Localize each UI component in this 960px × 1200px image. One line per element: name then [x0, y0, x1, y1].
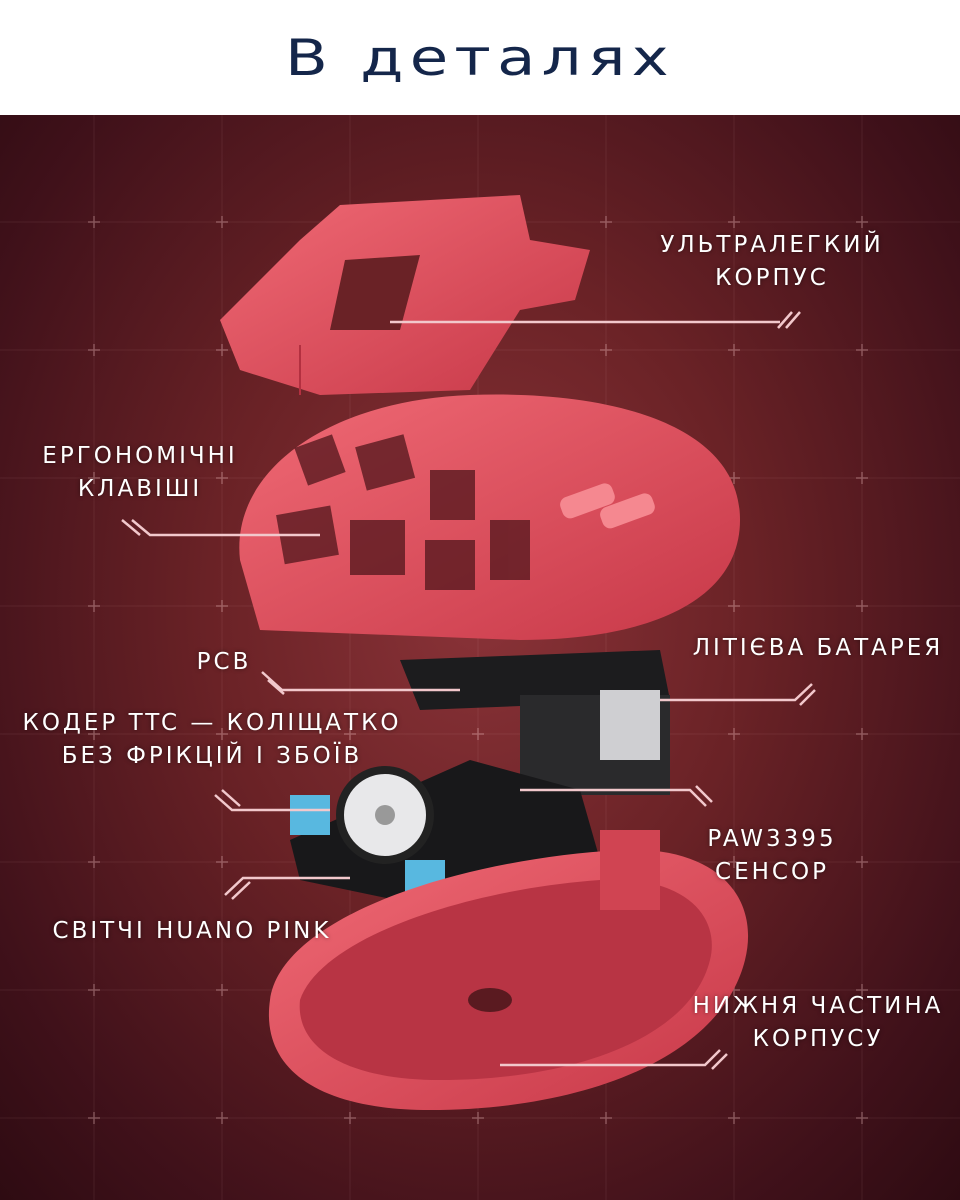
label-bottom-shell: Нижня частина корпусу: [693, 990, 944, 1056]
label-line: Ергономічні: [42, 443, 238, 469]
label-line: без фрікцій і збоїв: [61, 743, 363, 769]
label-battery: Літієва батарея: [692, 635, 944, 661]
label-line: сенсор: [715, 859, 829, 885]
header: В деталях: [0, 0, 960, 115]
label-line: Ультралегкий: [660, 232, 884, 258]
top-shell-part: [220, 195, 590, 395]
label-line: PAW3395: [707, 826, 837, 852]
bottom-shell-part: [268, 830, 749, 1110]
label-ultralight-shell: Ультралегкий корпус: [660, 229, 883, 295]
label-line: Кодер TTC — коліщатко: [22, 710, 402, 736]
label-encoder: Кодер TTC — коліщатко без фрікцій і збої…: [22, 707, 401, 773]
label-pcb: PCB: [196, 649, 252, 675]
usb-connector: [600, 690, 660, 760]
label-line: Нижня частина: [692, 993, 944, 1019]
label-sensor: PAW3395 сенсор: [707, 823, 836, 889]
label-line: корпусу: [752, 1026, 884, 1052]
switch-left: [290, 795, 330, 835]
label-switches: Світчі Huano Pink: [52, 918, 332, 944]
leader-lines: [121, 311, 816, 1070]
label-line: корпус: [715, 265, 829, 291]
page-title: В деталях: [285, 28, 675, 87]
label-line: клавіші: [77, 476, 203, 502]
label-ergonomic-buttons: Ергономічні клавіші: [42, 440, 237, 506]
